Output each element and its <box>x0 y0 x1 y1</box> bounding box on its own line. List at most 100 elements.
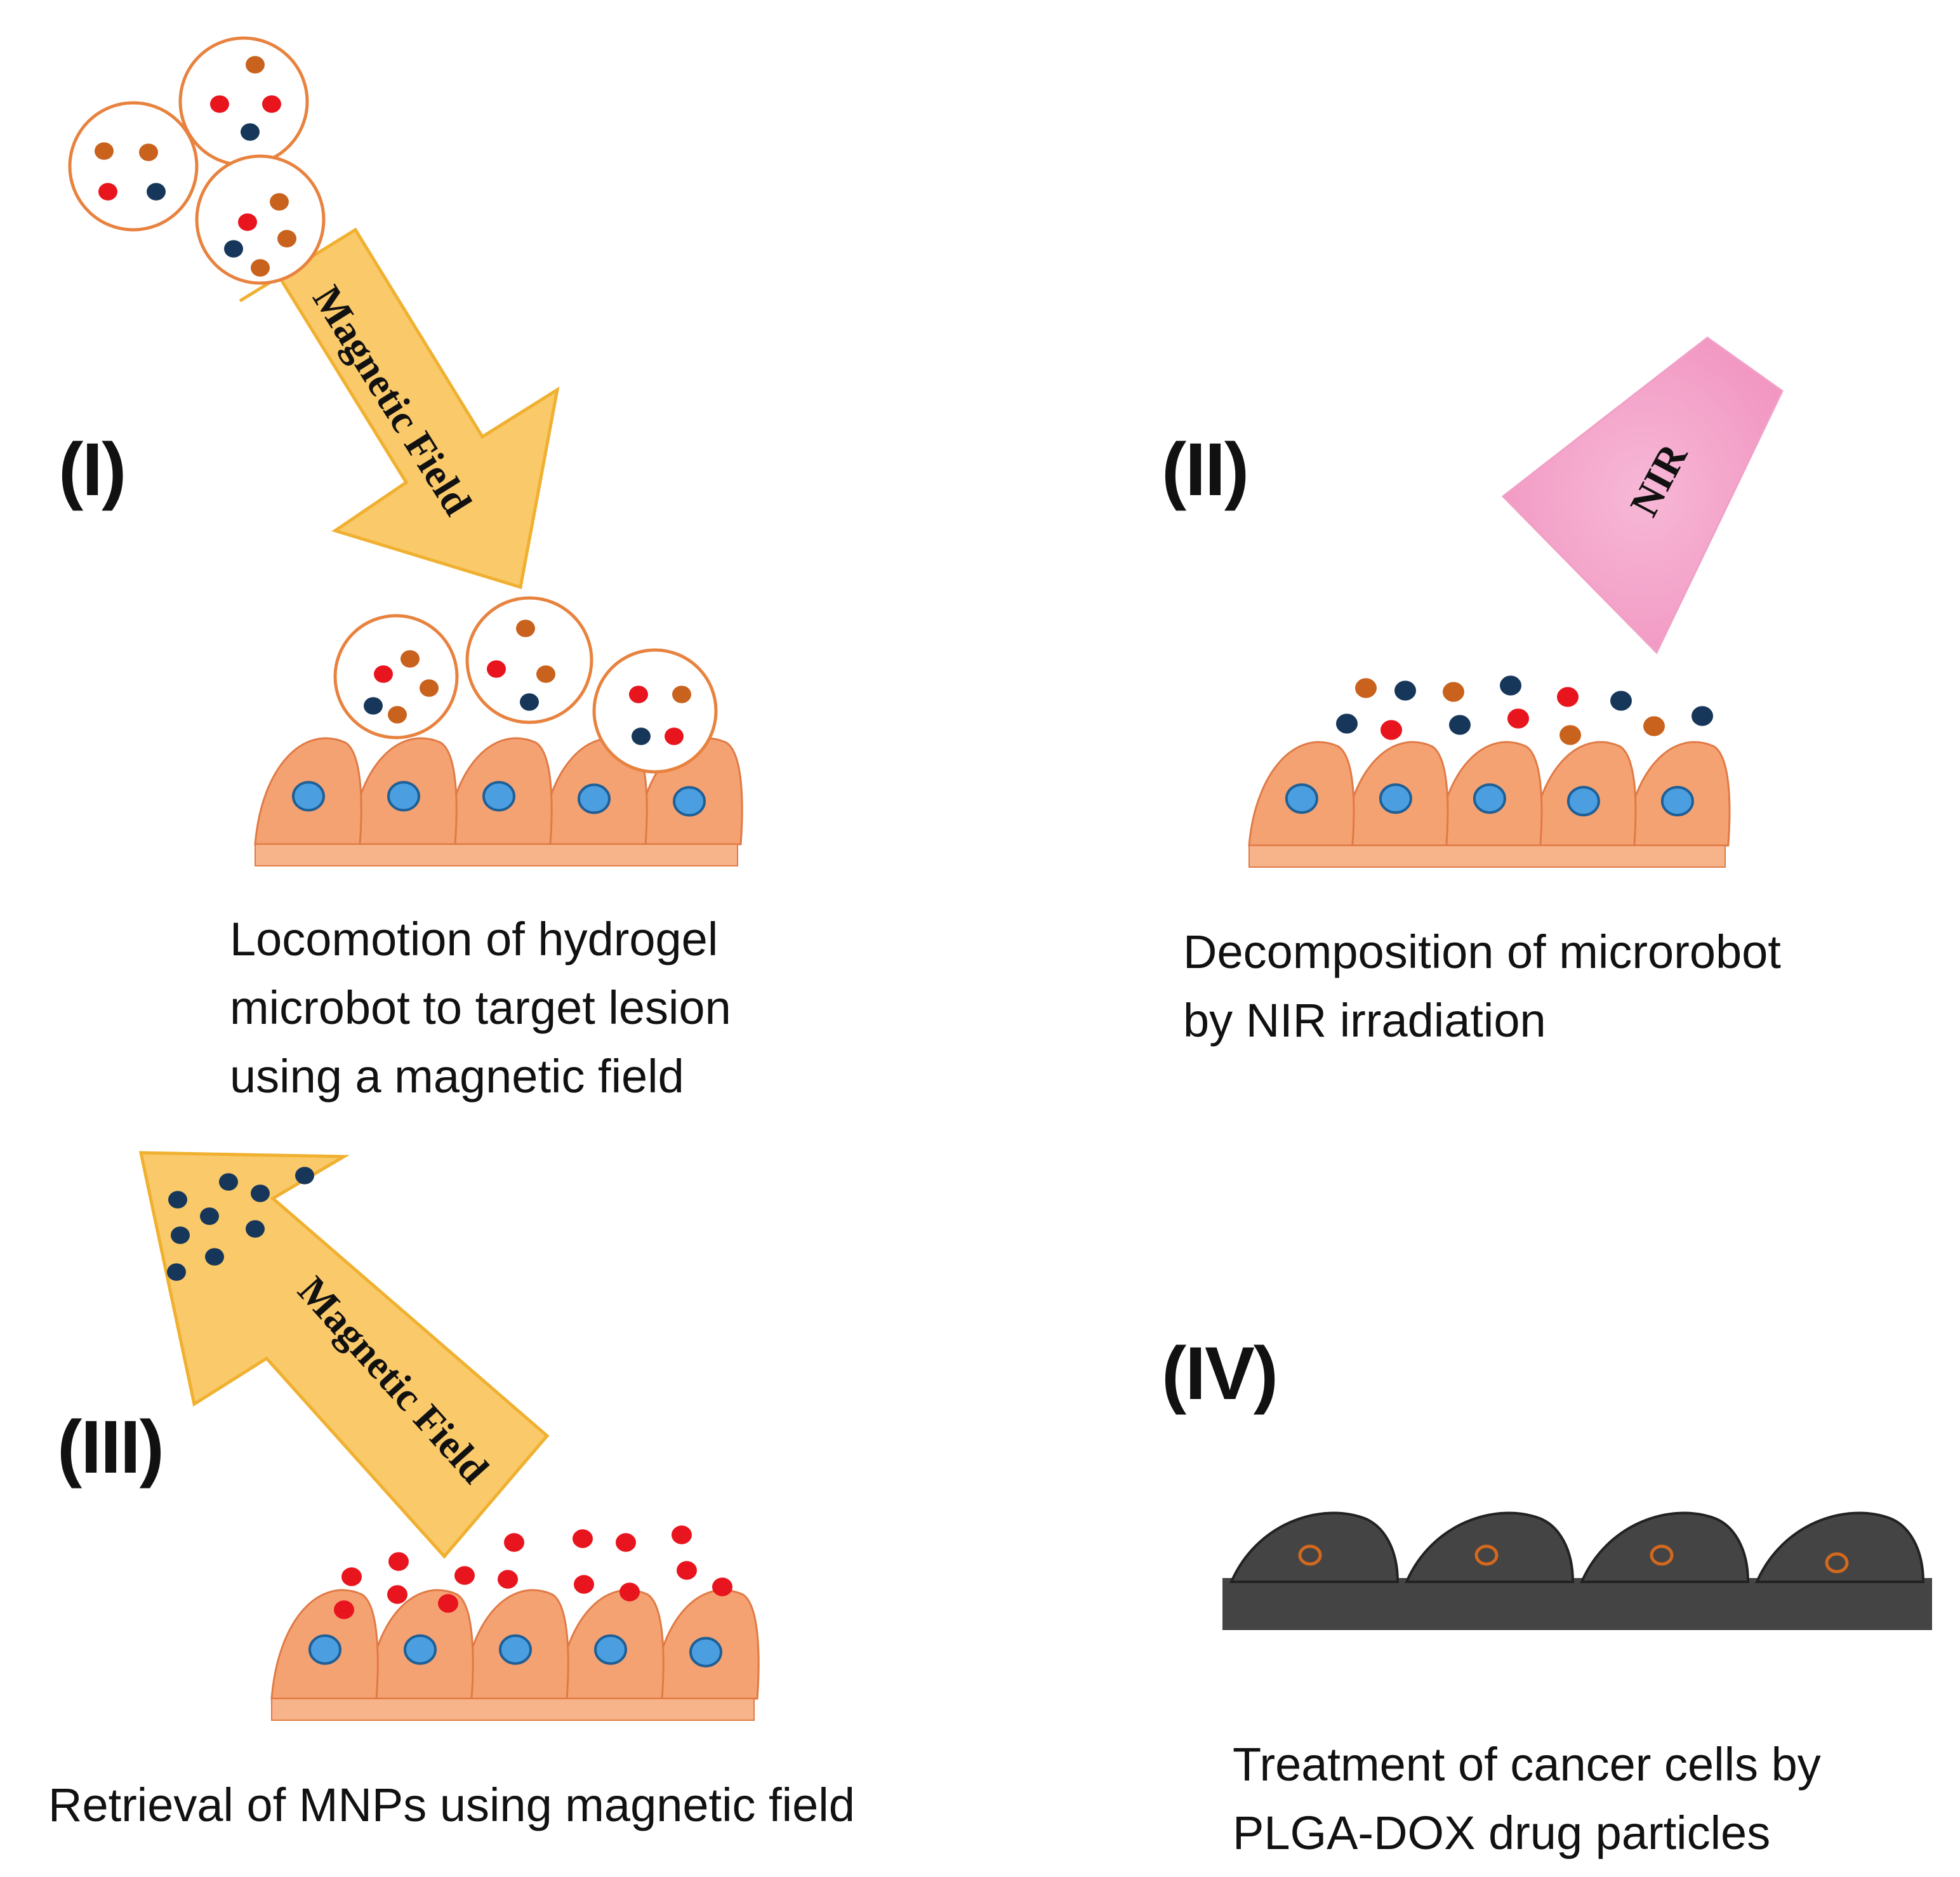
remaining-drug-particles <box>334 1525 732 1619</box>
cell-nucleus <box>1379 783 1412 814</box>
caption-line: by NIR irradiation <box>1183 994 1546 1047</box>
cell-substrate <box>271 1698 755 1721</box>
caption-panel-3: Retrieval of MNPs using magnetic field <box>48 1771 855 1840</box>
magnetic-nanoparticle <box>168 1191 187 1209</box>
hydrogel-microrobot <box>592 648 718 774</box>
cell-nucleus <box>308 1634 341 1665</box>
drug-particle-red <box>98 183 117 201</box>
floating-microrobots <box>68 36 326 285</box>
drug-particle-red <box>262 95 281 113</box>
panel-1: Magnetic Field <box>68 36 743 866</box>
caption-line: Decomposition of microrobot <box>1183 925 1781 978</box>
panel-label-3: (III) <box>57 1405 164 1489</box>
magnetic-nanoparticle <box>171 1226 190 1244</box>
drug-particle-red <box>712 1577 732 1596</box>
caption-line: Retrieval of MNPs using magnetic field <box>48 1779 855 1831</box>
drug-particle-red <box>1557 687 1579 707</box>
drug-particle-red <box>672 1525 692 1544</box>
caption-line: microbot to target lesion <box>230 981 731 1034</box>
drug-particle-red <box>504 1533 524 1552</box>
panel-label-1: (I) <box>58 428 126 512</box>
magnetic-nanoparticle <box>295 1167 314 1184</box>
magnetic-nanoparticle <box>1449 715 1471 735</box>
magnetic-nanoparticle <box>219 1173 238 1191</box>
magnetic-nanoparticle <box>1394 680 1416 701</box>
drug-particle-red <box>573 1529 593 1548</box>
drug-particle-red <box>677 1561 697 1580</box>
drug-particle-red <box>387 1585 407 1604</box>
released-particles <box>1336 675 1713 745</box>
drug-particle-orange <box>420 679 439 697</box>
cell-nucleus <box>578 783 611 814</box>
hydrogel-microrobot <box>178 36 309 167</box>
drug-particle-orange <box>246 56 265 74</box>
magnetic-nanoparticle <box>246 1220 265 1238</box>
drug-particle-red <box>1381 720 1402 740</box>
drug-particle-red <box>341 1567 362 1586</box>
nir-beam: NIR <box>1501 336 1784 654</box>
panel-label-2: (II) <box>1162 428 1249 512</box>
magnetic-field-arrow-down: Magnetic Field <box>239 227 560 590</box>
drug-particle-orange <box>251 259 270 277</box>
cancer-cell-layer <box>1222 1511 1932 1630</box>
magnetic-nanoparticle <box>520 693 539 711</box>
drug-particle-red <box>210 95 229 113</box>
magnetic-nanoparticle <box>205 1248 224 1266</box>
magnetic-nanoparticle <box>167 1263 186 1281</box>
drug-particle-orange <box>139 143 158 161</box>
caption-line: Locomotion of hydrogel <box>230 913 718 965</box>
cell-substrate <box>255 844 738 866</box>
panel-2: NIR <box>1248 336 1784 868</box>
panel-label-4: (IV) <box>1162 1332 1278 1416</box>
cancer-cell-nucleus <box>1298 1544 1322 1566</box>
cell-nucleus <box>1473 783 1506 814</box>
cell-nucleus <box>1660 786 1694 817</box>
drug-particle-orange <box>277 230 296 248</box>
cancer-cell-nucleus <box>1825 1552 1849 1574</box>
cell-layer-panel-3 <box>270 1589 760 1721</box>
cell-nucleus <box>499 1634 532 1665</box>
panel-3: Magnetic Field <box>138 1151 760 1721</box>
drug-particle-red <box>619 1582 640 1602</box>
magnetic-nanoparticle <box>1500 675 1521 696</box>
hydrogel-microrobot <box>68 101 199 232</box>
hydrogel-microrobot <box>465 596 593 724</box>
cell-nucleus <box>594 1634 627 1665</box>
drug-particle-orange <box>401 650 420 668</box>
drug-particle-red <box>574 1575 594 1594</box>
drug-particle-orange <box>270 193 289 211</box>
docked-microrobots <box>333 596 718 774</box>
magnetic-nanoparticle <box>1692 706 1713 726</box>
magnetic-nanoparticle <box>224 240 243 258</box>
magnetic-nanoparticle <box>1336 713 1358 734</box>
drug-particle-orange <box>1355 678 1377 698</box>
drug-particle-red <box>334 1600 354 1619</box>
cancer-cell-substrate <box>1222 1578 1932 1630</box>
cancer-cell-nucleus <box>1474 1544 1499 1566</box>
magnetic-nanoparticle <box>251 1184 270 1202</box>
drug-particle-red <box>238 213 257 231</box>
caption-panel-2: Decomposition of microrobot by NIR irrad… <box>1183 918 1781 1055</box>
drug-particle-orange <box>388 706 407 724</box>
cell-nucleus <box>1566 786 1600 817</box>
caption-panel-1: Locomotion of hydrogel microbot to targe… <box>230 905 731 1111</box>
cell-layer-panel-2 <box>1248 741 1731 868</box>
cell-nucleus <box>1285 783 1318 814</box>
panel-4 <box>1222 1511 1932 1630</box>
magnetic-nanoparticle <box>147 183 166 201</box>
cell-nucleus <box>404 1634 437 1665</box>
drug-particle-red <box>665 727 684 745</box>
retrieved-mnps <box>167 1167 314 1281</box>
magnetic-nanoparticle <box>364 697 383 715</box>
magnetic-nanoparticle <box>1610 691 1632 711</box>
drug-particle-red <box>1507 708 1529 729</box>
cell-layer-panel-1 <box>254 737 743 866</box>
drug-particle-red <box>374 665 393 683</box>
drug-particle-red <box>388 1552 409 1571</box>
magnetic-nanoparticle <box>632 727 651 745</box>
drug-particle-red <box>438 1594 458 1613</box>
cell-nucleus <box>689 1636 722 1668</box>
cell-nucleus <box>292 781 325 812</box>
drug-particle-orange <box>1443 682 1464 702</box>
